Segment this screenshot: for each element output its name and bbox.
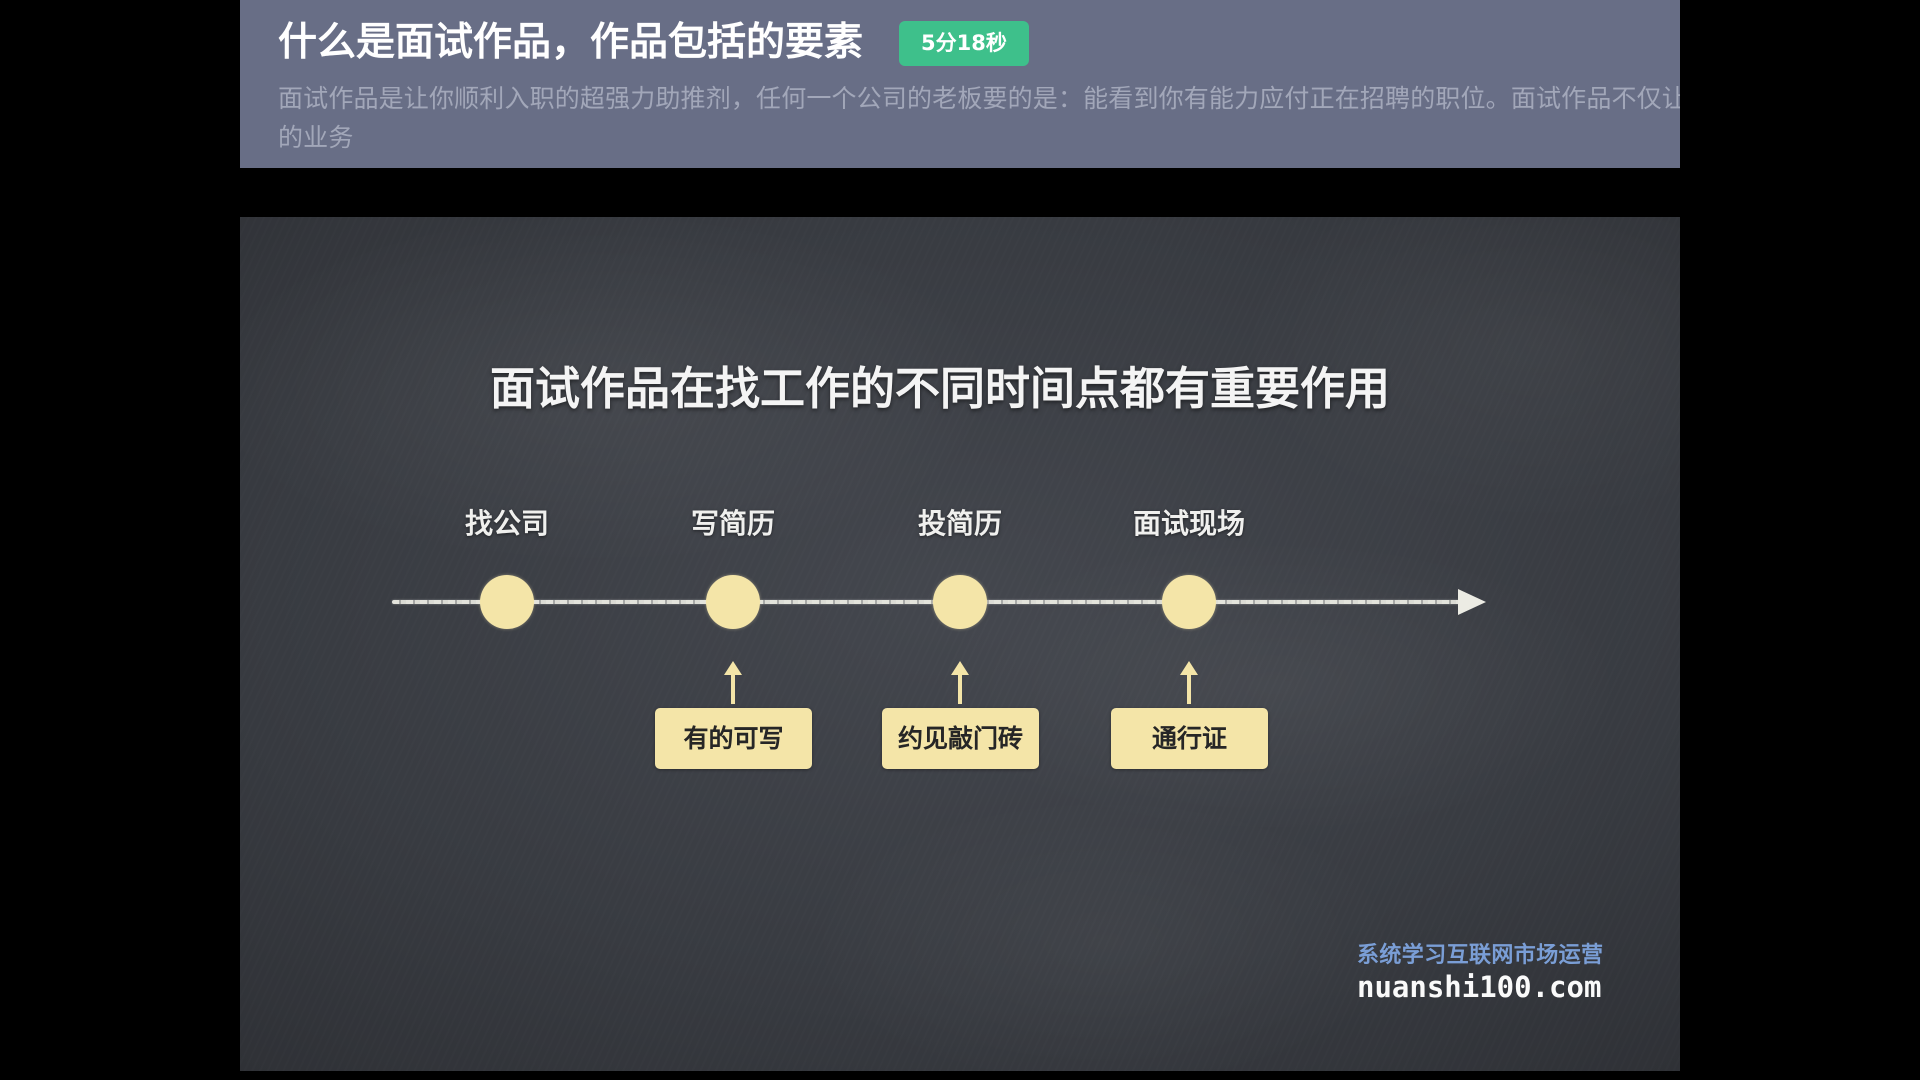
lesson-title: 什么是面试作品，作品包括的要素 [278, 20, 864, 65]
timeline-node-write-resume [706, 575, 760, 629]
lesson-description-line-2: 的业务 [278, 123, 354, 152]
arrow-up-shaft [731, 674, 735, 704]
watermark-tagline: 系统学习互联网市场运营 [1357, 943, 1604, 968]
stage-label-find-company: 找公司 [464, 507, 549, 540]
arrow-up-shaft [958, 674, 962, 704]
arrow-right-icon [1458, 589, 1486, 615]
lesson-title-row: 什么是面试作品，作品包括的要素 5分18秒 [278, 17, 1029, 69]
arrow-up-icon [724, 661, 742, 704]
timeline-node-find-company [480, 575, 534, 629]
timeline-node-interview [1162, 575, 1216, 629]
duration-badge: 5分18秒 [899, 20, 1029, 66]
stage-note-send-resume: 约见敲门砖 [882, 708, 1039, 769]
arrow-up-shaft [1187, 674, 1191, 704]
arrow-up-head [951, 661, 969, 675]
stage-note-write-resume: 有的可写 [655, 708, 812, 769]
watermark: 系统学习互联网市场运营 nuanshi100.com [1357, 941, 1603, 1003]
arrow-up-icon [1180, 661, 1198, 704]
arrow-up-head [1180, 661, 1198, 675]
lesson-description-line-1: 面试作品是让你顺利入职的超强力助推剂，任何一个公司的老板要的是：能看到你有能力应… [278, 84, 1680, 113]
arrow-up-head [724, 661, 742, 675]
lesson-header: 什么是面试作品，作品包括的要素 5分18秒 面试作品是让你顺利入职的超强力助推剂… [240, 0, 1680, 168]
watermark-site: nuanshi100.com [1357, 970, 1602, 1004]
timeline-axis [392, 600, 1467, 604]
arrow-up-icon [951, 661, 969, 704]
stage-label-send-resume: 投简历 [917, 507, 1002, 540]
stage-label-interview: 面试现场 [1132, 507, 1245, 540]
slide-title: 面试作品在找工作的不同时间点都有重要作用 [489, 362, 1391, 415]
video-frame-slide[interactable]: 面试作品在找工作的不同时间点都有重要作用 找公司 写简历 有的可写 投简历 约见… [240, 217, 1680, 1071]
stage-note-interview: 通行证 [1111, 708, 1268, 769]
timeline-node-send-resume [933, 575, 987, 629]
stage-label-write-resume: 写简历 [690, 507, 775, 540]
